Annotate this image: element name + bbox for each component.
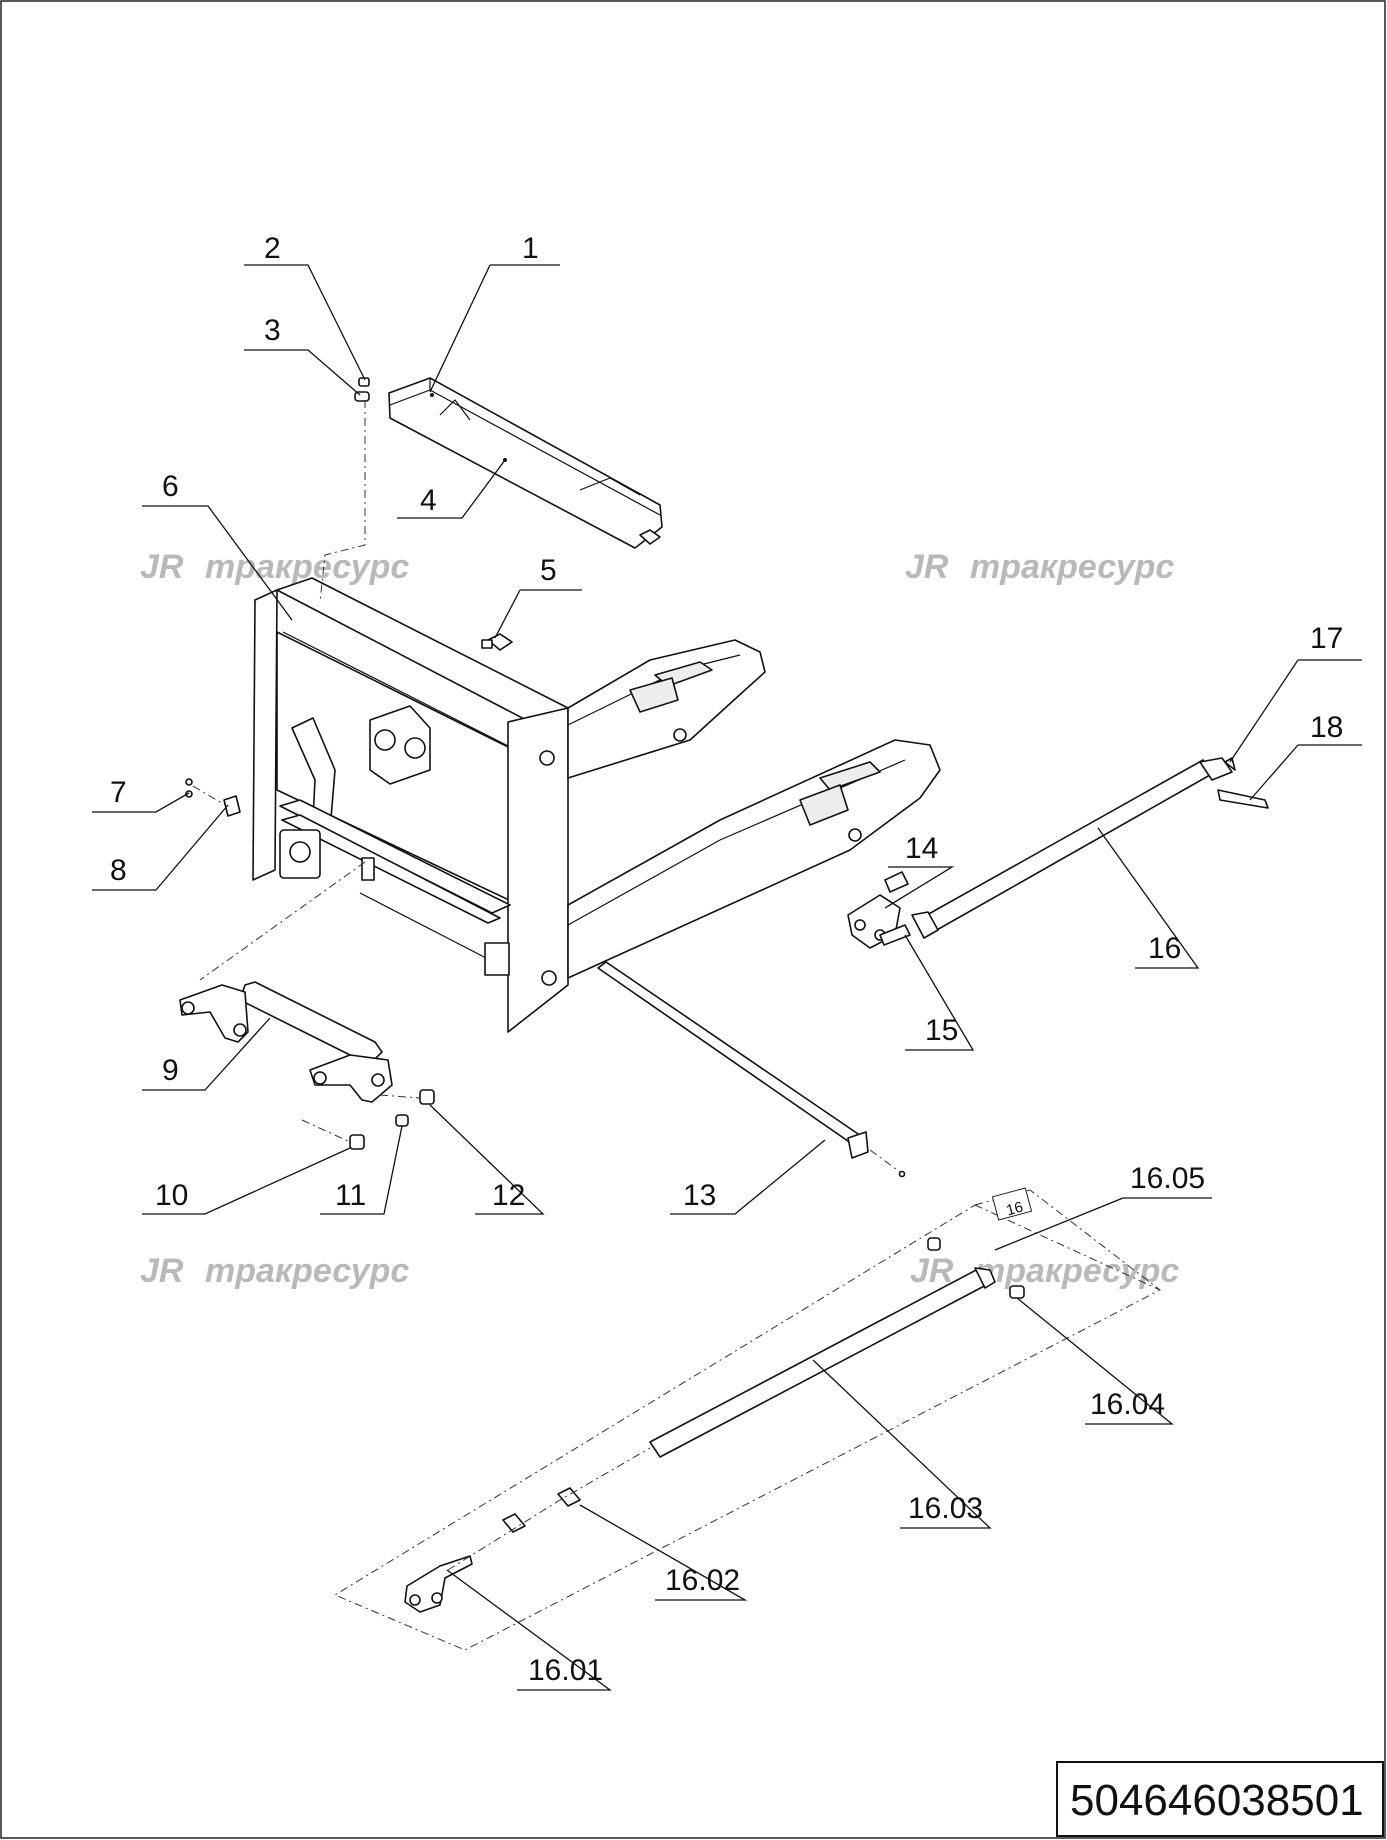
watermark-logo: JR (140, 1252, 184, 1290)
svg-text:5: 5 (540, 554, 557, 587)
callout-16-03: 16.03 (812, 1359, 992, 1529)
watermark-1: JR тракресурс (140, 548, 409, 586)
watermark-3: JR тракресурс (140, 1252, 409, 1290)
bushings (349, 1089, 435, 1150)
callout-5: 5 (494, 554, 582, 639)
svg-text:13: 13 (683, 1179, 716, 1212)
svg-text:16: 16 (1148, 932, 1181, 965)
assembly-lines (192, 400, 901, 1571)
watermark-text: тракресурс (975, 1252, 1179, 1290)
watermark-text: тракресурс (970, 548, 1174, 586)
callout-16-01: 16.01 (446, 1569, 612, 1691)
callout-7: 7 (92, 776, 190, 813)
svg-text:6: 6 (162, 470, 179, 503)
chassis-frame (252, 577, 569, 1033)
svg-text:14: 14 (905, 832, 938, 865)
svg-text:10: 10 (155, 1179, 188, 1212)
callout-2: 2 (244, 232, 366, 381)
callout-18: 18 (1249, 711, 1362, 801)
screw-washer-left (185, 778, 241, 817)
cover-plate (388, 377, 663, 549)
lower-fork (567, 739, 941, 979)
callout-11: 11 (320, 1125, 403, 1215)
callout-14: 14 (884, 832, 955, 909)
svg-text:16.01: 16.01 (528, 1654, 603, 1687)
callout-1: 1 (429, 232, 560, 393)
document-code-box: 504646038501 (1056, 1761, 1384, 1837)
callout-16-05: 16.05 (994, 1162, 1212, 1251)
watermark-logo: JR (140, 548, 184, 586)
svg-text:16.02: 16.02 (665, 1564, 740, 1597)
callout-16-02: 16.02 (579, 1504, 748, 1601)
svg-text:17: 17 (1310, 622, 1343, 655)
svg-text:16.04: 16.04 (1090, 1388, 1165, 1421)
svg-text:18: 18 (1310, 711, 1343, 744)
callout-3: 3 (244, 314, 361, 396)
document-code: 504646038501 (1070, 1776, 1364, 1825)
push-rod (911, 757, 1269, 939)
svg-text:15: 15 (925, 1014, 958, 1047)
upper-fork (567, 639, 766, 779)
long-rod (597, 961, 906, 1178)
subassembly-tag: 16 (1004, 1199, 1025, 1220)
callout-16-04: 16.04 (1016, 1297, 1174, 1425)
link-axle (179, 981, 393, 1103)
svg-text:8: 8 (110, 854, 127, 887)
callout-15: 15 (904, 934, 975, 1051)
svg-text:16.05: 16.05 (1130, 1162, 1205, 1195)
callout-8: 8 (92, 804, 229, 891)
watermark-logo: JR (910, 1252, 954, 1290)
callout-6: 6 (142, 470, 293, 621)
callout-12: 12 (429, 1104, 545, 1215)
nut-and-screw (354, 377, 370, 402)
watermark-2: JR тракресурс (905, 548, 1174, 586)
subassembly-area: 16 (333, 1187, 1162, 1651)
svg-text:1: 1 (522, 232, 539, 265)
callout-4: 4 (397, 459, 506, 519)
watermark-logo: JR (905, 548, 949, 586)
svg-text:7: 7 (110, 776, 127, 809)
svg-text:12: 12 (492, 1179, 525, 1212)
svg-text:11: 11 (335, 1179, 366, 1212)
svg-text:9: 9 (162, 1054, 179, 1087)
svg-text:4: 4 (420, 484, 437, 517)
clevis-group (847, 871, 911, 949)
svg-text:16.03: 16.03 (908, 1492, 983, 1525)
svg-text:3: 3 (264, 314, 281, 347)
watermark-text: тракресурс (205, 1252, 409, 1290)
svg-text:2: 2 (264, 232, 281, 265)
callout-17: 17 (1229, 622, 1362, 763)
callout-10: 10 (142, 1147, 351, 1215)
callout-13: 13 (670, 1139, 826, 1215)
callout-9: 9 (142, 1017, 271, 1091)
callout-16: 16 (1097, 827, 1200, 969)
